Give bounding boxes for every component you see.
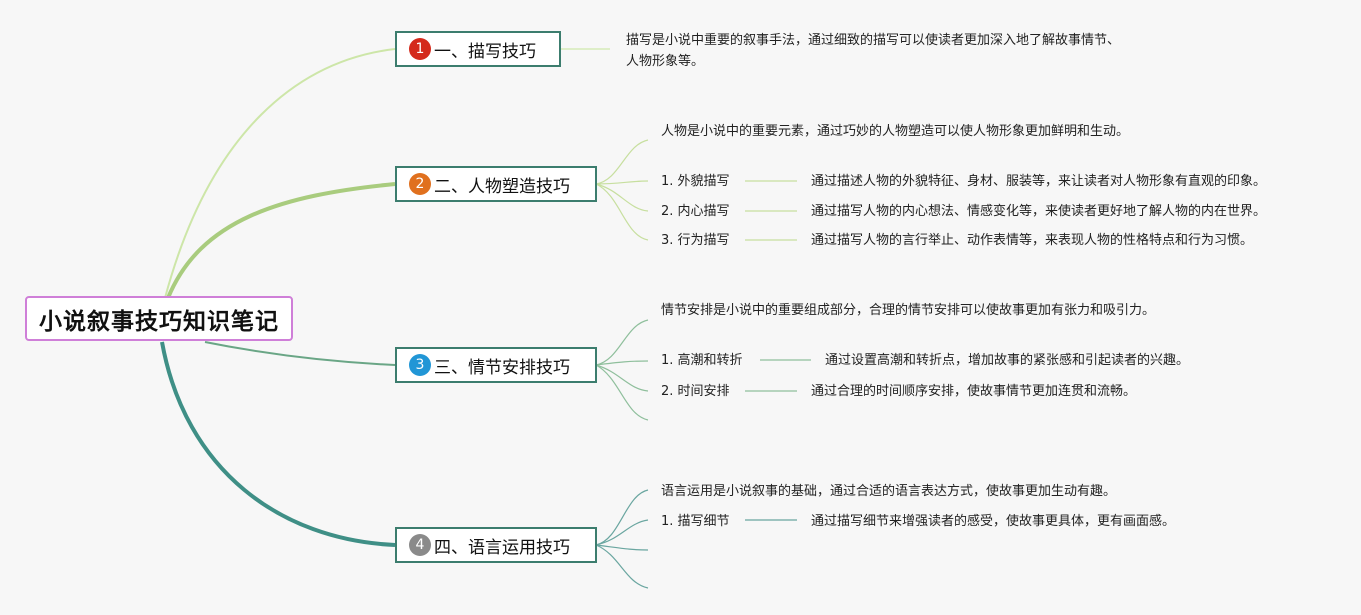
branch-4-description: 语言运用是小说叙事的基础，通过合适的语言表达方式，使故事更加生动有趣。 (661, 484, 1117, 499)
branch-3-item-1-detail: 通过设置高潮和转折点，增加故事的紧张感和引起读者的兴趣。 (825, 353, 1190, 368)
connector-b4-empty1 (595, 544, 649, 551)
branch-4-item-1-detail: 通过描写细节来增强读者的感受，使故事更具体，更有画面感。 (811, 514, 1176, 529)
branch-1-description: 描写是小说中重要的叙事手法，通过细致的描写可以使读者更加深入地了解故事情节、人物… (626, 33, 1121, 69)
number-badge-4: 4 (409, 534, 431, 556)
connector-root-branch3 (204, 341, 396, 366)
branch-2-item-2-label[interactable]: 2. 内心描写 (661, 204, 730, 219)
connector-b2-item3 (595, 183, 649, 241)
branch-3-item-1-label[interactable]: 1. 高潮和转折 (661, 353, 743, 368)
branch-3-plot-skills[interactable]: 3 三、情节安排技巧 (395, 347, 597, 383)
number-badge-1: 1 (409, 38, 431, 60)
branch-4-language-skills[interactable]: 4 四、语言运用技巧 (395, 527, 597, 563)
branch-2-item-2-detail: 通过描写人物的内心想法、情感变化等，来使读者更好地了解人物的内在世界。 (811, 204, 1267, 219)
branch-4-item-1-label[interactable]: 1. 描写细节 (661, 514, 730, 529)
connector-b2-item1 (595, 180, 649, 185)
branch-3-item-2-label[interactable]: 2. 时间安排 (661, 384, 730, 399)
connector-root-branch4 (160, 341, 396, 547)
connector-b3-empty (595, 364, 649, 421)
number-badge-3: 3 (409, 354, 431, 376)
branch-2-item-1-label[interactable]: 1. 外貌描写 (661, 174, 730, 189)
branch-2-character-skills[interactable]: 2 二、人物塑造技巧 (395, 166, 597, 202)
branch-1-describe-skills[interactable]: 1 一、描写技巧 (395, 31, 561, 67)
connector-b3-item2 (595, 364, 649, 392)
branch-3-label: 三、情节安排技巧 (434, 357, 570, 378)
branch-2-item-3-detail: 通过描写人物的言行举止、动作表情等，来表现人物的性格特点和行为习惯。 (811, 233, 1254, 248)
root-topic[interactable]: 小说叙事技巧知识笔记 (25, 296, 293, 341)
branch-3-item-2-detail: 通过合理的时间顺序安排，使故事情节更加连贯和流畅。 (811, 384, 1137, 399)
connector-b4-desc (595, 489, 649, 546)
connector-b2-item2 (595, 183, 649, 212)
branch-2-item-3-label[interactable]: 3. 行为描写 (661, 233, 730, 248)
connector-b3-desc (595, 319, 649, 366)
number-badge-2: 2 (409, 173, 431, 195)
connector-root-branch2 (166, 182, 396, 299)
branch-2-description: 人物是小说中的重要元素，通过巧妙的人物塑造可以使人物形象更加鲜明和生动。 (661, 124, 1130, 139)
connector-b4-item1 (595, 519, 649, 546)
connector-b3-item1 (595, 360, 649, 366)
connector-b2-desc (595, 139, 649, 185)
branch-2-label: 二、人物塑造技巧 (434, 176, 570, 197)
branch-3-description: 情节安排是小说中的重要组成部分，合理的情节安排可以使故事更加有张力和吸引力。 (661, 303, 1156, 318)
connector-root-branch1 (164, 48, 396, 299)
branch-2-item-1-detail: 通过描述人物的外貌特征、身材、服装等，来让读者对人物形象有直观的印象。 (811, 174, 1267, 189)
connector-b4-empty2 (595, 544, 649, 589)
branch-1-label: 一、描写技巧 (434, 41, 536, 62)
branch-4-label: 四、语言运用技巧 (434, 537, 570, 558)
